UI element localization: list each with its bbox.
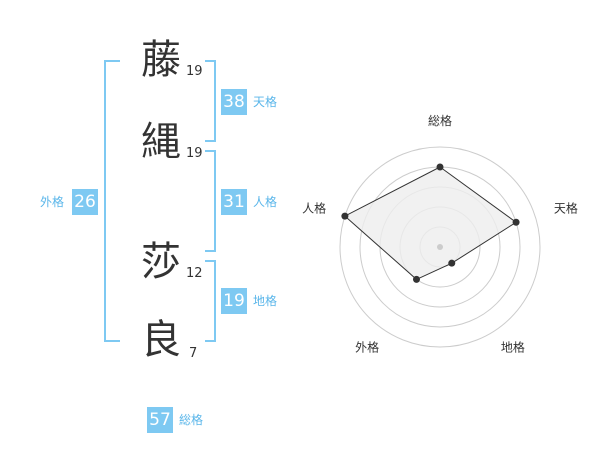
gaikaku-label: 外格: [40, 195, 65, 209]
radar-axis-label-2: 天格: [554, 201, 578, 216]
radar-point-3: [448, 259, 456, 267]
radar-point-1: [436, 163, 444, 171]
radar-point-5: [341, 212, 349, 220]
radar-axis-label-5: 人格: [302, 201, 326, 216]
radar-center-dot: [437, 244, 443, 250]
jinkaku-bracket: [205, 150, 216, 252]
chikaku-label: 地格: [253, 294, 278, 308]
gaikaku-bracket: [104, 60, 120, 342]
soukaku-value: 57: [147, 407, 173, 433]
jinkaku-value: 31: [221, 189, 247, 215]
tenkaku-label: 天格: [253, 95, 278, 109]
jinkaku-label: 人格: [253, 195, 278, 209]
stroke-count-4: 7: [189, 346, 198, 361]
radar-point-2: [512, 218, 520, 226]
stroke-count-1: 19: [186, 64, 203, 79]
radar-ring-5: [339, 146, 541, 348]
chikaku-bracket: [205, 260, 216, 342]
radar-point-4: [412, 275, 420, 283]
radar-data-polygon: [344, 166, 517, 280]
radar-data-points: [341, 163, 520, 283]
name-char-4: 良: [141, 317, 181, 363]
name-char-3: 莎: [141, 239, 181, 285]
chikaku-value: 19: [221, 288, 247, 314]
soukaku-label: 総格: [179, 413, 204, 427]
radar-axis-label-3: 地格: [501, 339, 525, 354]
gaikaku-value: 26: [72, 189, 98, 215]
stroke-count-2: 19: [186, 146, 203, 161]
name-char-2: 縄: [141, 119, 181, 165]
stroke-count-3: 12: [186, 266, 203, 281]
radar-axis-label-4: 外格: [355, 339, 379, 354]
name-char-1: 藤: [141, 37, 181, 83]
radar-axis-label-1: 総格: [428, 113, 452, 128]
tenkaku-value: 38: [221, 89, 247, 115]
tenkaku-bracket: [205, 60, 216, 142]
